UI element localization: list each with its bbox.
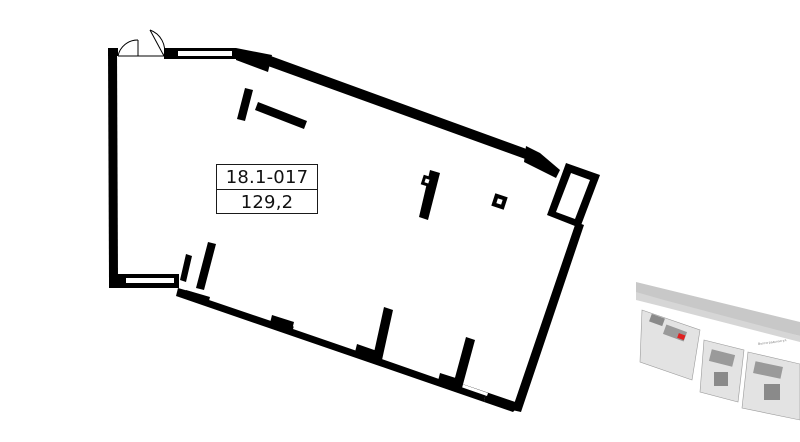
outer-walls [108, 48, 600, 412]
pier-2 [270, 315, 294, 330]
wall-right [512, 222, 584, 412]
bottom-windows [209, 297, 488, 396]
column-center-notch-inner [424, 178, 430, 184]
column-bottom-1 [373, 307, 393, 360]
door-swing-left [117, 39, 139, 57]
wall-bottom [176, 288, 486, 402]
wall-right-jog [524, 146, 560, 178]
interior-elements [180, 88, 508, 388]
wall-right-block-inner [556, 173, 590, 219]
minimap-road-top [636, 282, 800, 336]
wall-top-diagonal [236, 48, 272, 72]
location-minimap [636, 282, 800, 421]
wall-top-main [268, 55, 532, 160]
column-center [419, 170, 440, 220]
partition-lower-left-2 [196, 242, 216, 290]
window-bottom-left-glass [126, 278, 174, 283]
column-bottom-2 [453, 337, 475, 388]
minimap-building-5 [753, 361, 783, 379]
window-bottom-2 [293, 326, 358, 351]
partition-lower-left-1 [180, 254, 192, 282]
minimap-highlight [677, 333, 686, 341]
door-swing-right [149, 29, 166, 57]
minimap-building-3 [708, 349, 736, 367]
minimap-block-2 [699, 339, 745, 403]
wall-bottom-corner [484, 392, 521, 412]
window-bottom-4 [461, 384, 488, 396]
window-top-left-glass [178, 51, 232, 56]
minimap-building-6 [764, 384, 780, 400]
wall-left [108, 48, 118, 280]
unit-label: 18.1-017 129,2 [216, 164, 318, 214]
unit-area: 129,2 [217, 189, 317, 214]
wall-top-left [108, 48, 118, 56]
minimap-building-4 [714, 372, 728, 386]
minimap-block-1 [639, 309, 701, 381]
unit-number: 18.1-017 [225, 166, 309, 188]
partition-upper-left [237, 88, 253, 121]
pier-1 [184, 290, 210, 304]
window-bottom-3 [379, 355, 440, 379]
column-square-inner [496, 198, 503, 205]
door [117, 29, 166, 57]
window-bottom-1 [209, 297, 272, 321]
partition-upper-diagonal [255, 102, 307, 129]
minimap-road-diag [636, 292, 800, 342]
minimap-building-1 [649, 313, 665, 327]
